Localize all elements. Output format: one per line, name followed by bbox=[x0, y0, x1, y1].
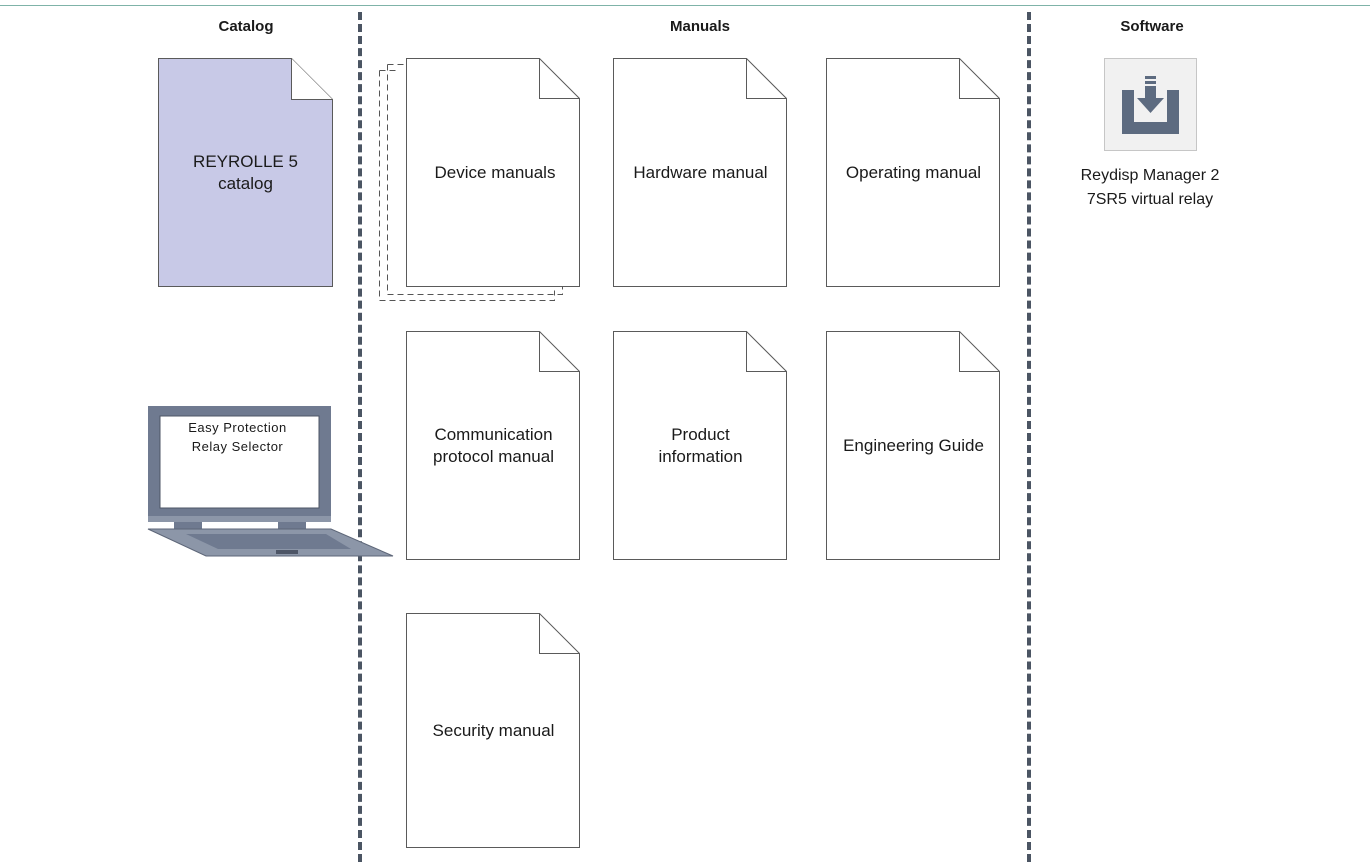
communication-line2: protocol manual bbox=[433, 446, 554, 466]
download-icon bbox=[1104, 58, 1197, 151]
engineering-guide-document[interactable]: Engineering Guide bbox=[826, 331, 1001, 567]
software-line1: Reydisp Manager 2 bbox=[1080, 167, 1220, 184]
document-icon bbox=[406, 331, 580, 560]
document-icon bbox=[613, 58, 787, 287]
security-manual-document[interactable]: Security manual bbox=[406, 613, 581, 849]
hardware-manual-label: Hardware manual bbox=[633, 162, 768, 182]
operating-manual-document[interactable]: Operating manual bbox=[826, 58, 1001, 294]
document-icon bbox=[613, 331, 787, 560]
document-icon bbox=[826, 58, 1000, 287]
device-manuals-document[interactable]: Device manuals bbox=[379, 58, 580, 301]
operating-manual-label: Operating manual bbox=[845, 162, 982, 182]
software-heading: Software bbox=[1120, 18, 1184, 35]
software-label: Reydisp Manager 2 7SR5 virtual relay bbox=[1055, 164, 1245, 212]
document-icon bbox=[406, 613, 580, 848]
catalog-heading: Catalog bbox=[218, 18, 274, 35]
communication-line1: Communication bbox=[434, 424, 553, 444]
divider-right bbox=[1027, 12, 1031, 862]
product-line1: Product bbox=[671, 424, 730, 444]
stacked-documents-icon bbox=[379, 58, 580, 301]
laptop-line1: Easy Protection bbox=[188, 420, 287, 435]
engineering-guide-label: Engineering Guide bbox=[843, 435, 984, 455]
catalog-document-icon bbox=[158, 58, 333, 287]
manuals-heading: Manuals bbox=[669, 18, 730, 35]
catalog-line1: REYROLLE 5 bbox=[193, 151, 298, 171]
top-rule bbox=[0, 5, 1370, 6]
security-manual-label: Security manual bbox=[432, 720, 555, 740]
product-line2: information bbox=[658, 446, 743, 466]
device-manuals-label: Device manuals bbox=[434, 162, 556, 182]
hardware-manual-document[interactable]: Hardware manual bbox=[613, 58, 788, 294]
document-icon bbox=[826, 331, 1000, 560]
laptop-line2: Relay Selector bbox=[191, 439, 284, 454]
laptop-screen-label: Easy Protection Relay Selector bbox=[165, 418, 310, 456]
catalog-line2: catalog bbox=[218, 173, 273, 193]
divider-left bbox=[358, 12, 362, 862]
software-line2: 7SR5 virtual relay bbox=[1086, 191, 1214, 208]
laptop-icon bbox=[147, 406, 394, 557]
